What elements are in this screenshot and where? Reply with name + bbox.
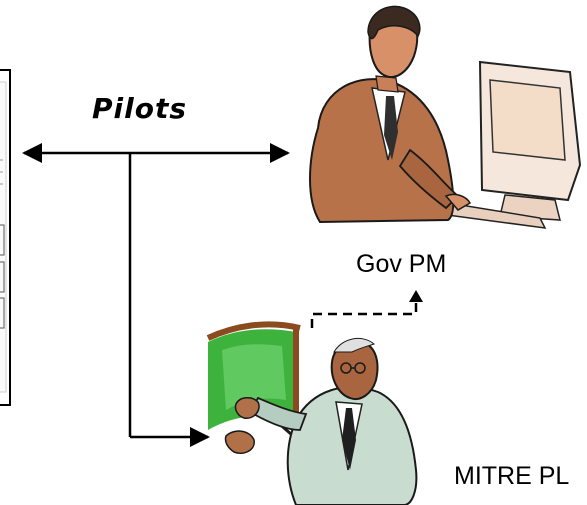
pilots-label: Pilots: [92, 92, 188, 125]
mitre-pl-clipart: [206, 321, 418, 505]
document-panel: [0, 69, 11, 406]
gov-pm-clipart: [309, 5, 582, 229]
dashed-report-arrow: [310, 294, 418, 328]
dashed-arrow-head: [409, 290, 423, 302]
mitre-pl-label: MITRE PL: [454, 462, 570, 490]
gov-pm-label: Gov PM: [356, 250, 447, 278]
